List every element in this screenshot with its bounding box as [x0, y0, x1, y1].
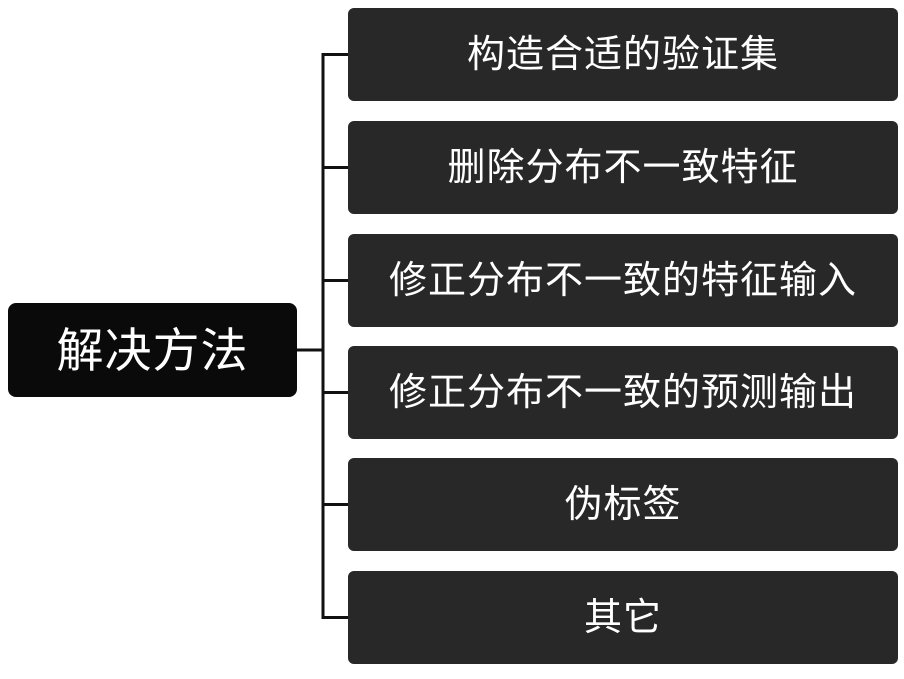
root-node-solutions: 解决方法: [8, 303, 297, 397]
child-node-delete-inconsistent-features: 删除分布不一致特征: [348, 121, 898, 214]
child-node-fix-prediction-output: 修正分布不一致的预测输出: [348, 346, 898, 439]
child-node-pseudo-label: 伪标签: [348, 458, 898, 551]
child-node-other: 其它: [348, 571, 898, 664]
child-node-fix-feature-input: 修正分布不一致的特征输入: [348, 234, 898, 327]
child-node-validation-set: 构造合适的验证集: [348, 8, 898, 101]
